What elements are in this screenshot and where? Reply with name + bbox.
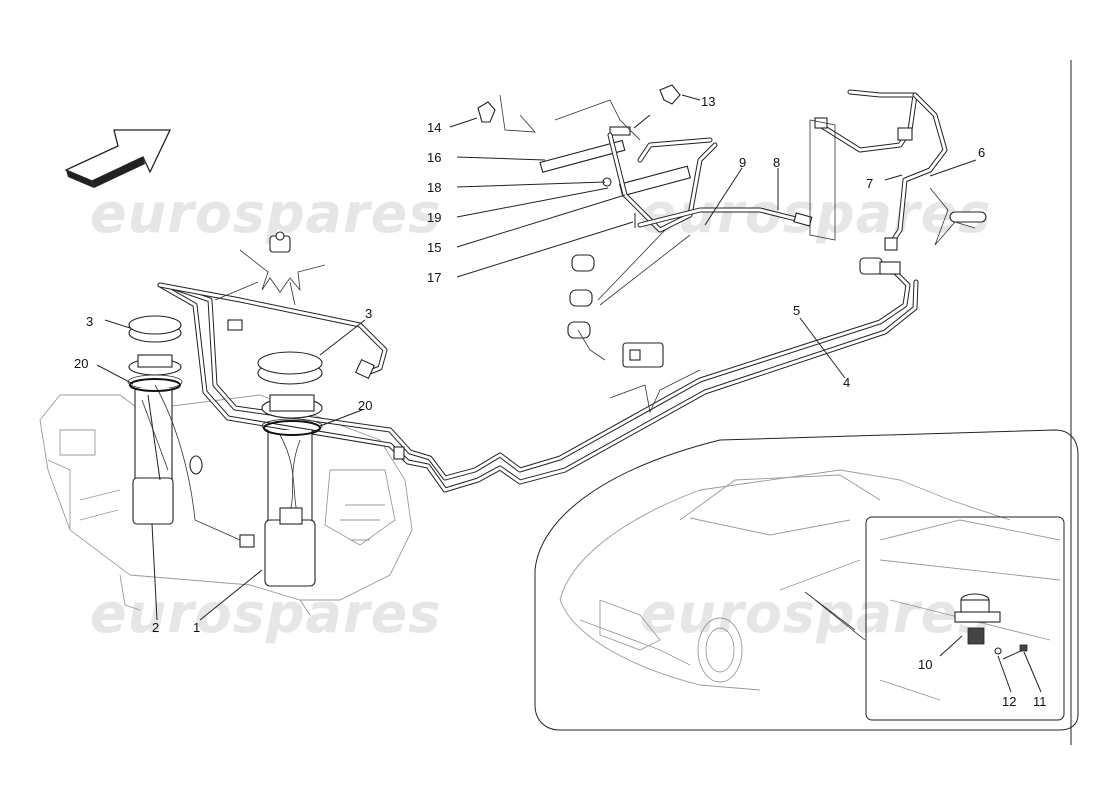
leader-lines: [96, 94, 1042, 693]
callout-14: 14: [427, 120, 441, 135]
pipe-clip: [393, 446, 405, 460]
pipe-elbow-fitting: [354, 358, 376, 380]
watermark-bottom-left: eurospares: [90, 582, 441, 645]
detail-indicator-top: [239, 249, 326, 293]
callout-18: 18: [427, 180, 441, 195]
callout-15: 15: [427, 240, 441, 255]
watermark-top-left: eurospares: [90, 182, 441, 245]
detail-inset-box: [865, 516, 1065, 721]
callout-12: 12: [1002, 694, 1016, 709]
pipe-end-fitting: [879, 261, 901, 275]
fuel-tank: [39, 394, 413, 616]
clamp-13: [659, 84, 681, 105]
lock-ring-middle: [257, 351, 323, 385]
callout-20-middle: 20: [358, 398, 372, 413]
washer-12: [994, 647, 1002, 655]
vehicle-inset: [534, 429, 1079, 731]
clamp-14: [477, 101, 496, 123]
callout-20-left: 20: [74, 356, 88, 371]
watermarks: eurospares eurospares eurospares eurospa…: [90, 182, 991, 645]
callout-7: 7: [866, 176, 873, 191]
callout-numbers: 1 2 3 3 4 5 6 7 8 9 10 11 12 13 14 15 16…: [74, 94, 1047, 709]
callout-10: 10: [918, 657, 932, 672]
callout-9: 9: [739, 155, 746, 170]
callout-6: 6: [978, 145, 985, 160]
callout-16: 16: [427, 150, 441, 165]
callout-13: 13: [701, 94, 715, 109]
leader-pointer-lines: [214, 281, 296, 306]
fuel-pump-assembly-2: [127, 354, 255, 548]
fuel-pump-assembly-1: [261, 394, 323, 587]
flexible-hoses: [637, 207, 813, 228]
callout-1: 1: [193, 620, 200, 635]
gasket-middle: [263, 420, 321, 436]
callout-3-middle: 3: [365, 306, 372, 321]
fuel-rail-assembly: [477, 84, 718, 233]
fuel-rail-16: [539, 139, 626, 173]
callout-19: 19: [427, 210, 441, 225]
watermark-top-right: eurospares: [640, 182, 991, 245]
front-direction-arrow-icon: [64, 129, 172, 188]
vapour-hose-clip: [949, 211, 987, 223]
callout-17: 17: [427, 270, 441, 285]
gasket-left: [129, 378, 181, 392]
pipe-bracket-clip: [269, 231, 291, 253]
callout-11: 11: [1033, 694, 1047, 709]
callout-2: 2: [152, 620, 159, 635]
watermark-bottom-right: eurospares: [640, 582, 991, 645]
hose-clamps: [567, 229, 691, 361]
fuel-pipe-main: [157, 257, 919, 493]
callout-4: 4: [843, 375, 850, 390]
callout-5: 5: [793, 303, 800, 318]
pipe-connector: [227, 319, 243, 331]
pipe-support-bracket: [609, 342, 701, 414]
pipe-end-connector: [859, 257, 883, 275]
callout-8: 8: [773, 155, 780, 170]
lock-ring-left: [128, 315, 182, 343]
callout-3-left: 3: [86, 314, 93, 329]
vapour-lines: [809, 89, 987, 251]
